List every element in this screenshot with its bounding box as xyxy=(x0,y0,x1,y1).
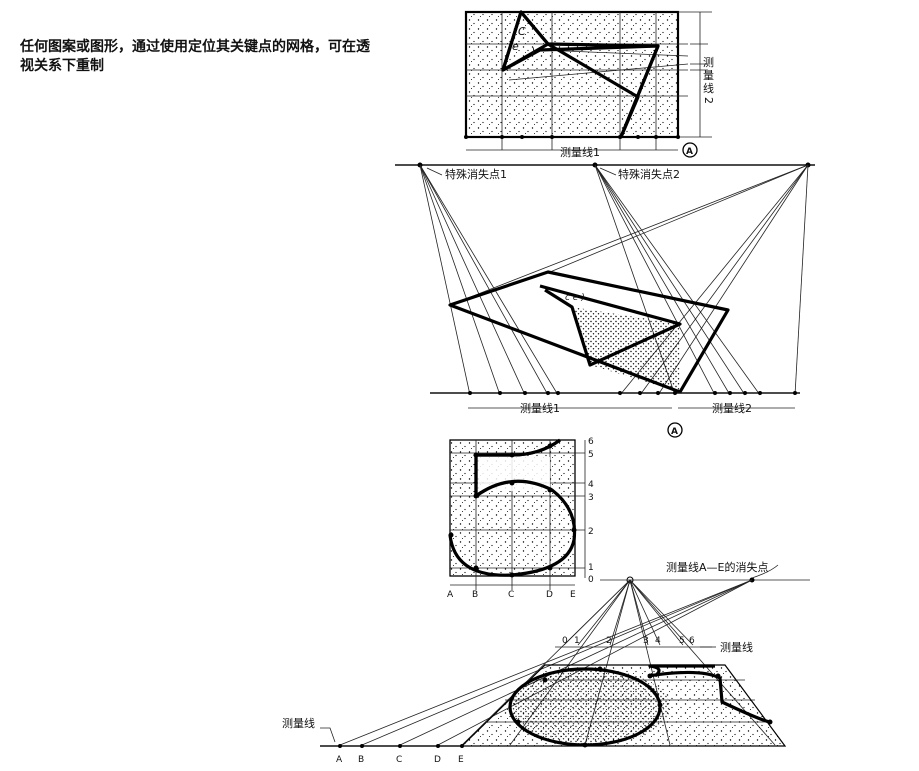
fig1-measure-2-char-2: 量 xyxy=(703,69,714,82)
svg-text:): ) xyxy=(530,45,535,58)
fig4-letter-b: B xyxy=(358,755,364,765)
fig3-label-5: 5 xyxy=(588,450,594,460)
fig3-label-3: 3 xyxy=(588,493,594,503)
fig3-label-c: C xyxy=(508,590,514,600)
fig4-num-0: 0 xyxy=(562,636,568,646)
fig2-shape xyxy=(539,284,682,367)
fig3-label-d: D xyxy=(546,590,553,600)
fig3-label-0: 0 xyxy=(588,575,594,585)
fig2-point-a: A xyxy=(671,427,678,437)
fig2-point-a-marker xyxy=(667,422,683,438)
fig1-measure-line-1: 测量线1 xyxy=(560,145,600,159)
figure-4-numeral-perspective: 测量线A—E的消失点 0 1 2 3 4 5 6 xyxy=(282,560,810,765)
fig1-point-a-marker xyxy=(682,142,698,158)
fig4-num-5: 5 xyxy=(679,636,685,646)
svg-text:e: e xyxy=(512,40,519,53)
fig1-measure-2-char-3: 线 xyxy=(703,81,714,95)
fig3-label-a: A xyxy=(447,590,454,600)
fig2-vp1-label: 特殊消失点1 xyxy=(445,167,507,181)
fig4-num-3: 3 xyxy=(643,636,649,646)
fig1-measure-2-char-4: 2 xyxy=(702,97,715,104)
fig4-num-6: 6 xyxy=(689,636,695,646)
fig2-vp2-label: 特殊消失点2 xyxy=(618,167,680,181)
fig4-num-1: 1 xyxy=(574,636,580,646)
fig1-measure-2-char-1: 测 xyxy=(703,56,714,69)
fig4-letter-d: D xyxy=(434,755,441,765)
fig4-num-4: 4 xyxy=(655,636,661,646)
figure-1-flat-grid: C e ) 测 量 线 2 测量线1 A xyxy=(464,10,715,159)
svg-text:C: C xyxy=(518,25,526,38)
figure-3-numeral-grid: 6 5 4 3 2 1 0 A B C D E xyxy=(447,437,594,600)
fig3-label-2: 2 xyxy=(588,527,594,537)
fig2-measure-line-1: 测量线1 xyxy=(520,401,560,415)
fig4-letter-c: C xyxy=(396,755,402,765)
fig1-point-a: A xyxy=(686,147,693,157)
figure-2-perspective: 特殊消失点1 特殊消失点2 c e ) xyxy=(395,162,815,438)
fig3-label-e: E xyxy=(570,590,576,600)
fig4-vp-label: 测量线A—E的消失点 xyxy=(666,560,768,574)
fig4-measure-line-bottom: 测量线 xyxy=(282,716,315,730)
fig4-measure-line-top: 测量线 xyxy=(720,640,753,654)
fig3-label-6: 6 xyxy=(588,437,594,447)
fig2-measure-line-2: 测量线2 xyxy=(712,401,752,415)
fig4-letter-e: E xyxy=(458,755,464,765)
fig3-label-1: 1 xyxy=(588,563,594,573)
svg-text:c e ): c e ) xyxy=(565,293,585,303)
fig4-letter-a: A xyxy=(336,755,343,765)
fig4-num-2: 2 xyxy=(606,636,612,646)
fig3-label-4: 4 xyxy=(588,480,594,490)
fig3-label-b: B xyxy=(472,590,478,600)
caption: 任何图案或图形，通过使用定位其关键点的网格，可在透视关系下重制 xyxy=(20,39,370,74)
